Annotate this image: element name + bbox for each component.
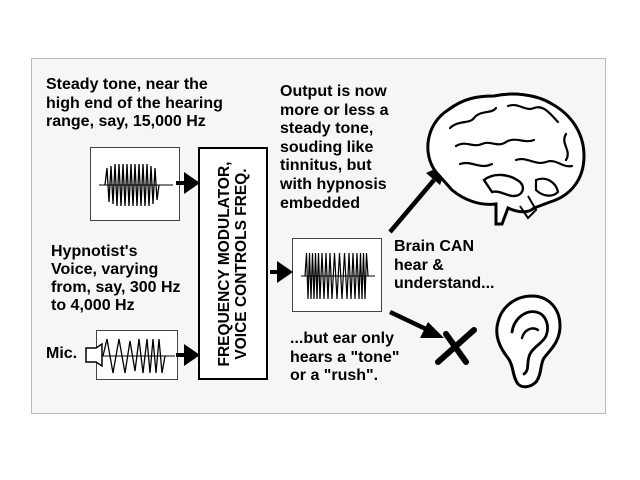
text-line: tinnitus, but	[280, 157, 372, 175]
text-line: more or less a	[280, 101, 389, 119]
text-line: souding like	[280, 138, 374, 156]
text-line: or a "rush".	[290, 367, 379, 384]
microphone-icon	[85, 342, 103, 368]
input-tone-waveform-box	[90, 147, 180, 221]
frequency-modulator-box: FREQUENCY MODULATOR, VOICE CONTROLS FREQ…	[198, 147, 268, 380]
text-line: embedded	[280, 194, 361, 212]
input-tone-text: Steady tone, near the high end of the he…	[46, 76, 223, 132]
text-line: Hypnotist's	[51, 243, 138, 260]
text-line: hears a "tone"	[290, 348, 400, 366]
text-line: ...but ear only	[290, 330, 395, 347]
voice-text: Hypnotist's Voice, varying from, say, 30…	[51, 243, 181, 315]
text-line: Output is now	[280, 83, 387, 100]
output-text: Output is now more or less a steady tone…	[280, 83, 389, 213]
text-line: high end of the hearing	[46, 94, 223, 112]
text-line: hear &	[394, 256, 444, 274]
text-line: from, say, 300 Hz	[51, 279, 181, 296]
output-waveform-box	[292, 238, 382, 312]
brain-icon	[426, 92, 586, 226]
text-line: range, say, 15,000 Hz	[46, 113, 206, 130]
brain-text: Brain CAN hear & understand...	[394, 238, 494, 294]
ear-text: ...but ear only hears a "tone" or a "rus…	[290, 330, 399, 386]
modulated-waveform	[301, 252, 375, 300]
text-line: steady tone,	[280, 120, 374, 138]
text-line: to 4,000 Hz	[51, 297, 135, 314]
text-line: understand...	[394, 275, 495, 292]
text-line: Voice, varying	[51, 261, 159, 278]
high-frequency-waveform	[99, 163, 173, 207]
x-mark-icon	[435, 327, 477, 365]
modulator-label: FREQUENCY MODULATOR, VOICE CONTROLS FREQ…	[216, 161, 250, 366]
voice-waveform-box	[96, 330, 178, 380]
text-line: with hypnosis	[280, 175, 387, 193]
modulator-label-line: FREQUENCY MODULATOR,	[216, 161, 233, 366]
modulator-label-line: VOICE CONTROLS FREQ.	[233, 167, 250, 360]
text-line: Brain CAN	[394, 238, 475, 255]
ear-icon	[495, 294, 562, 389]
mic-label: Mic.	[46, 345, 78, 362]
voice-waveform	[101, 338, 175, 374]
text-line: Steady tone, near the	[46, 76, 208, 93]
